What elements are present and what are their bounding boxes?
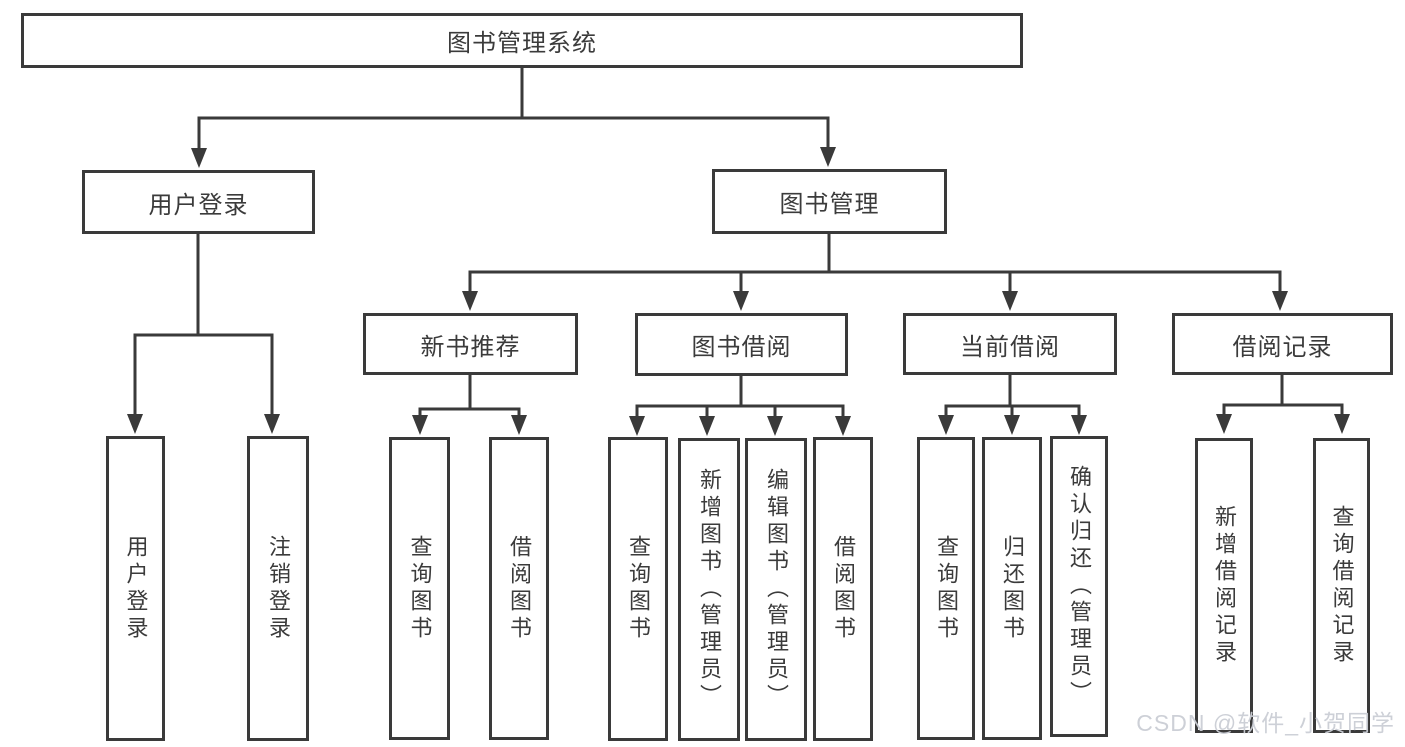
edge-records-to-leaves [1216,373,1350,434]
leaf-borrow-query-books: 查询图书 [608,437,668,741]
leaf-records-query-record: 查询借阅记录 [1313,438,1370,733]
node-book-management-label: 图书管理 [779,191,880,218]
leaf-borrow-borrow-books: 借阅图书 [813,437,873,741]
leaf-recommend-borrow-books: 借阅图书 [489,437,549,740]
arrowhead-borrow-leaf-4 [835,416,851,436]
arrowhead-current-leaf-1 [938,415,954,435]
edge-root-to-level2 [191,66,836,168]
edge-current-to-leaves [938,373,1087,435]
leaf-records-add-record: 新增借阅记录 [1195,438,1253,733]
leaf-current-confirm-return-admin: 确认归还（管理员） [1050,436,1108,737]
leaf-current-query-books-label: 查询图书 [934,534,959,643]
leaf-current-return-books: 归还图书 [982,437,1042,740]
node-book-borrow-label: 图书借阅 [691,334,792,361]
arrowhead-login-leaf-1 [127,414,143,434]
leaf-recommend-query-books: 查询图书 [389,437,450,740]
leaf-recommend-query-books-label: 查询图书 [407,534,433,643]
leaf-borrow-query-books-label: 查询图书 [626,535,651,643]
arrowhead-recommend-leaf-2 [511,415,527,435]
leaf-current-confirm-return-admin-label: 确认归还（管理员） [1067,465,1092,708]
node-root: 图书管理系统 [21,13,1023,68]
leaf-current-query-books: 查询图书 [917,437,975,740]
node-user-login: 用户登录 [82,170,315,234]
leaf-user-login-label: 用户登录 [123,534,149,643]
edge-borrow-to-leaves [629,374,851,436]
leaf-records-add-record-label: 新增借阅记录 [1212,504,1237,667]
node-borrow-records: 借阅记录 [1172,313,1393,375]
leaf-logout: 注销登录 [247,436,309,741]
node-current-borrow-label: 当前借阅 [960,333,1060,361]
node-current-borrow: 当前借阅 [903,313,1117,375]
leaf-borrow-add-books-admin: 新增图书（管理员） [678,438,740,741]
arrowhead-current-borrow [1002,291,1018,311]
leaf-user-login: 用户登录 [106,436,165,741]
node-new-book-recommend-label: 新书推荐 [420,333,521,361]
arrowhead-borrow-records [1272,291,1288,311]
leaf-borrow-add-books-admin-label: 新增图书（管理员） [697,468,722,711]
leaf-borrow-edit-books-admin: 编辑图书（管理员） [745,438,807,741]
arrowhead-book-management [820,147,836,167]
arrowhead-borrow-leaf-2 [699,416,715,436]
arrowhead-records-leaf-2 [1334,414,1350,434]
edge-recommend-to-leaves [412,373,527,435]
node-book-management: 图书管理 [712,169,947,234]
node-user-login-label: 用户登录 [148,191,249,219]
arrowhead-borrow-leaf-3 [767,416,783,436]
arrowhead-borrow-leaf-1 [629,416,645,436]
arrowhead-login-leaf-2 [264,414,280,434]
arrowhead-new-book-recommend [462,291,478,311]
arrowhead-current-leaf-2 [1004,415,1020,435]
leaf-records-query-record-label: 查询借阅记录 [1329,504,1355,667]
arrowhead-current-leaf-3 [1071,415,1087,435]
leaf-borrow-edit-books-admin-label: 编辑图书（管理员） [764,468,789,711]
node-root-label: 图书管理系统 [447,30,597,57]
arrowhead-user-login [191,148,207,168]
leaf-logout-label: 注销登录 [266,534,291,643]
arrowhead-book-borrow [733,291,749,311]
arrowhead-records-leaf-1 [1216,414,1232,434]
node-borrow-records-label: 借阅记录 [1232,333,1333,361]
arrowhead-recommend-leaf-1 [412,415,428,435]
leaf-borrow-borrow-books-label: 借阅图书 [831,535,856,643]
edge-user-login-to-leaves [127,232,280,434]
leaf-current-return-books-label: 归还图书 [1000,534,1025,643]
node-book-borrow: 图书借阅 [635,313,848,376]
node-new-book-recommend: 新书推荐 [363,313,578,375]
csdn-watermark: CSDN @软件_小贺同学 [1136,710,1395,736]
leaf-recommend-borrow-books-label: 借阅图书 [507,534,532,643]
edge-book-management-to-level3 [462,232,1288,311]
